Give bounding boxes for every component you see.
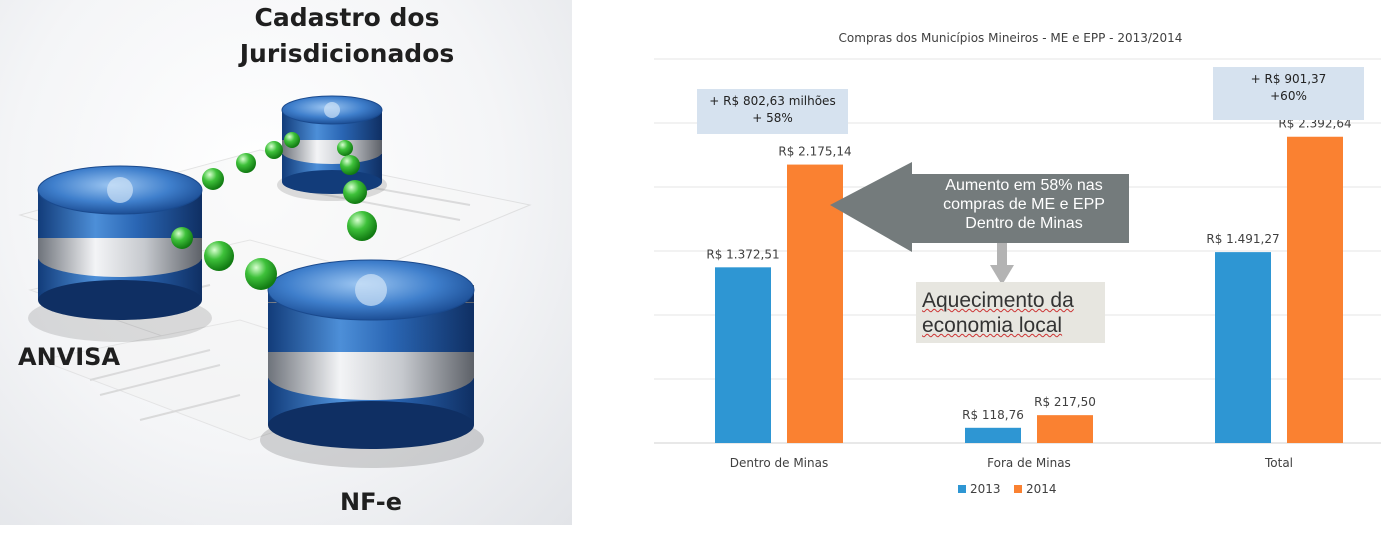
database-nfe-icon [260,259,484,468]
category-label-2: Fora de Minas [987,456,1071,470]
arrow-text-line-3: Dentro de Minas [965,215,1083,232]
callout-total: + R$ 901,37 +60% [1213,67,1364,120]
down-arrow-head [990,265,1014,285]
arrow-annotation-text: Aumento em 58% nas compras de ME e EPP D… [912,176,1136,233]
legend-label-2013: 2013 [970,482,1001,496]
legend-swatch-2013 [958,485,966,493]
chart-title: Compras dos Municípios Mineiros - ME e E… [838,31,1183,45]
data-label-2014-3: R$ 2.392,64 [1278,117,1351,131]
increase-arrow [830,162,1129,252]
connection-balls [171,132,377,290]
legend-swatch-2014 [1014,485,1022,493]
callout-dentro-line-1: + R$ 802,63 milhões [709,94,836,108]
callout-total-line-2: +60% [1270,89,1307,103]
arrow-text-line-1: Aumento em 58% nas [945,177,1103,194]
bar-2014-3 [1287,136,1343,444]
database-cadastro-icon [277,95,387,201]
economy-text-line-2: economia local [922,314,1063,337]
bar-2013-3 [1215,252,1271,443]
label-nfe: NF-e [340,488,402,516]
data-label-2014-2: R$ 217,50 [1034,395,1096,409]
database-diagram: Cadastro dos Jurisdicionados ANVISA NF-e [0,0,572,525]
bar-2014-2 [1037,415,1093,443]
callout-total-line-1: + R$ 901,37 [1250,72,1327,86]
data-label-2014-1: R$ 2.175,14 [778,145,851,159]
data-label-2013-1: R$ 1.372,51 [706,247,779,261]
label-anvisa: ANVISA [18,343,121,371]
database-anvisa-icon [28,165,212,342]
bar-2013-1 [715,267,771,443]
category-label-1: Dentro de Minas [730,456,828,470]
database-illustration [18,95,532,468]
bar-2014-1 [787,164,843,443]
data-label-2013-3: R$ 1.491,27 [1206,232,1279,246]
down-arrow-shaft [997,243,1007,267]
economy-text-line-1: Aquecimento da [922,289,1074,312]
legend-label-2014: 2014 [1026,482,1057,496]
label-cadastro: Cadastro dos Jurisdicionados [239,3,455,68]
callout-dentro-line-2: + 58% [752,111,793,125]
data-label-2013-2: R$ 118,76 [962,408,1024,422]
callout-dentro-minas: + R$ 802,63 milhões + 58% [697,89,848,134]
bar-2013-2 [965,427,1021,443]
category-label-3: Total [1264,456,1293,470]
arrow-text-line-2: compras de ME e EPP [943,196,1105,213]
economy-annotation-box: Aquecimento da economia local [916,282,1105,343]
bar-chart: Compras dos Municípios Mineiros - ME e E… [640,0,1381,533]
